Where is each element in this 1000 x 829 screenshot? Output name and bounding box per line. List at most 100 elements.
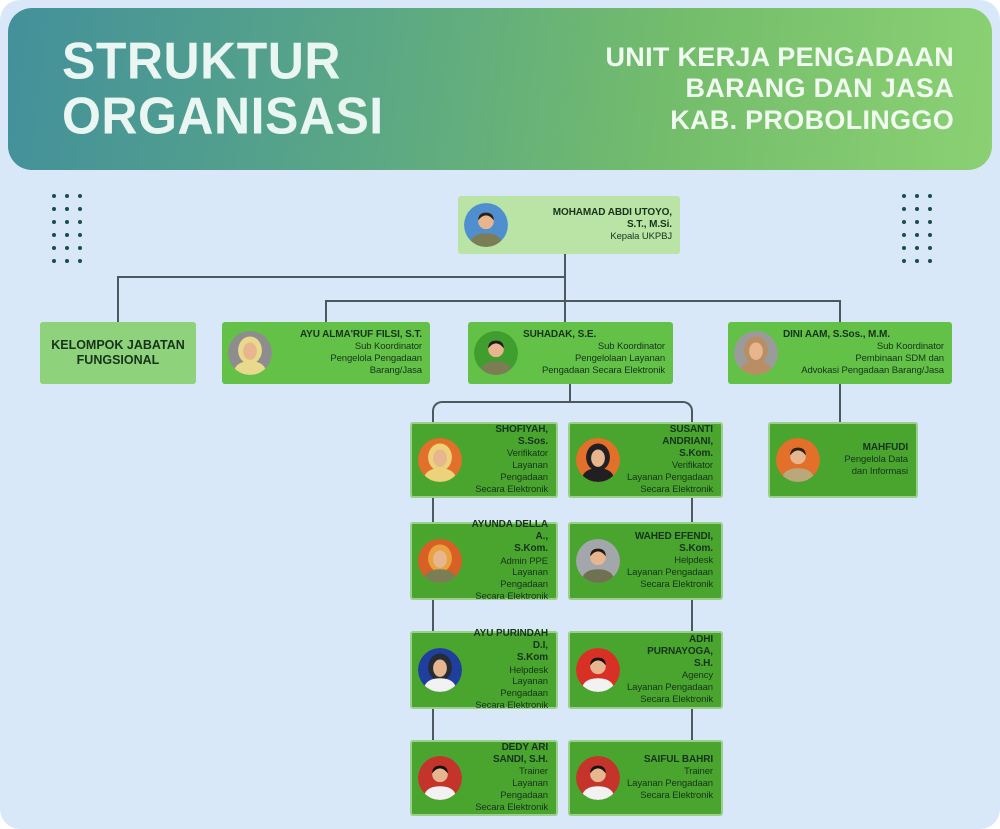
- dot: [902, 233, 906, 237]
- connector-left-col-row5-6: [432, 709, 434, 740]
- person-name: AYU ALMA'RUF FILSI, S.T.: [299, 329, 422, 341]
- connector-right-col-row5-6: [691, 709, 693, 740]
- subtitle-line1: UNIT KERJA PENGADAAN: [605, 42, 954, 73]
- person-role-line: Layanan Pengadaan: [500, 460, 548, 484]
- person-avatar-icon: [418, 539, 462, 583]
- org-node-text: AYU ALMA'RUF FILSI, S.T. Sub Koordinator…: [277, 329, 422, 377]
- person-role-line: Verifikator: [506, 448, 548, 460]
- person-avatar-icon: [464, 203, 508, 247]
- header-banner: STRUKTUR ORGANISASI UNIT KERJA PENGADAAN…: [8, 8, 992, 170]
- person-role-line: Layanan Pengadaan: [500, 778, 548, 802]
- person-role-line: Secara Elektronik: [640, 484, 713, 496]
- connector-level2-horizontal: [325, 300, 841, 302]
- dot-grid-decoration-left: [52, 194, 82, 263]
- org-node-ayu-almaruf: AYU ALMA'RUF FILSI, S.T. Sub Koordinator…: [222, 322, 430, 384]
- dot: [928, 194, 932, 198]
- person-name: SUSANTI ANDRIANI, S.Kom.: [662, 423, 713, 460]
- dot: [915, 194, 919, 198]
- connector-kepala-down: [564, 254, 566, 322]
- dot: [78, 246, 82, 250]
- org-node-kelompok: KELOMPOK JABATAN FUNGSIONAL: [40, 322, 196, 384]
- dot: [902, 259, 906, 263]
- person-role-line: Secara Elektronik: [475, 484, 548, 496]
- person-name: MAHFUDI: [862, 442, 909, 454]
- person-photo: [576, 539, 620, 583]
- person-role-line: Secara Elektronik: [475, 802, 548, 814]
- person-name: AYU PURINDAH D.I, S.Kom: [473, 627, 548, 664]
- person-avatar-icon: [228, 331, 272, 375]
- person-role-line: Trainer: [518, 766, 548, 778]
- person-role-line: Pengelolaan Layanan: [574, 353, 665, 365]
- person-role-line: Secara Elektronik: [475, 591, 548, 603]
- page-title: STRUKTUR ORGANISASI: [62, 33, 384, 144]
- person-name: WAHED EFENDI, S.Kom.: [634, 531, 713, 555]
- dot: [928, 207, 932, 211]
- person-role-line: Layanan Pengadaan: [627, 778, 713, 790]
- dot: [915, 246, 919, 250]
- dot: [78, 259, 82, 263]
- person-role-line: Sub Koordinator: [354, 341, 422, 353]
- dot: [928, 259, 932, 263]
- page-subtitle: UNIT KERJA PENGADAAN BARANG DAN JASA KAB…: [605, 42, 954, 136]
- dot: [915, 233, 919, 237]
- person-name: AYUNDA DELLA A., S.Kom.: [471, 518, 549, 555]
- dot: [902, 194, 906, 198]
- org-node-kepala: MOHAMAD ABDI UTOYO, S.T., M.Si. Kepala U…: [458, 196, 680, 254]
- dot: [65, 233, 69, 237]
- person-role-line: Advokasi Pengadaan Barang/Jasa: [801, 365, 944, 377]
- dot: [65, 194, 69, 198]
- dot: [915, 220, 919, 224]
- person-role-line: Layanan Pengadaan: [627, 472, 713, 484]
- person-photo: [228, 331, 272, 375]
- person-role-line: Verifikator: [671, 460, 713, 472]
- person-avatar-icon: [734, 331, 778, 375]
- connector-level1-horizontal: [117, 276, 566, 278]
- person-name: KELOMPOK JABATAN FUNGSIONAL: [51, 337, 185, 367]
- person-role-line: Layanan Pengadaan: [627, 567, 713, 579]
- person-avatar-icon: [576, 539, 620, 583]
- person-name: SUHADAK, S.E.: [523, 329, 597, 341]
- person-avatar-icon: [474, 331, 518, 375]
- person-role-line: Trainer: [683, 766, 713, 778]
- connector-dini-mahfudi: [839, 384, 841, 422]
- person-role-line: Secara Elektronik: [640, 694, 713, 706]
- connector-right-col-row3-4: [691, 498, 693, 522]
- org-node-text: MOHAMAD ABDI UTOYO, S.T., M.Si. Kepala U…: [513, 207, 672, 243]
- dot: [78, 220, 82, 224]
- dot: [928, 233, 932, 237]
- dot: [78, 194, 82, 198]
- person-avatar-icon: [418, 648, 462, 692]
- dot: [65, 220, 69, 224]
- dot: [52, 194, 56, 198]
- dot: [78, 233, 82, 237]
- person-role-line: Pengadaan Secara Elektronik: [542, 365, 665, 377]
- person-avatar-icon: [776, 438, 820, 482]
- connector-suhadak-bracket: [432, 401, 693, 424]
- person-role-line: Secara Elektronik: [475, 700, 548, 712]
- person-name: SHOFIYAH, S.Sos.: [495, 424, 548, 448]
- person-role-line: Layanan Pengadaan: [627, 682, 713, 694]
- person-photo: [418, 438, 462, 482]
- person-avatar-icon: [576, 438, 620, 482]
- person-name: DEDY ARI SANDI, S.H.: [492, 742, 548, 766]
- connector-right-col-row4-5: [691, 600, 693, 631]
- person-photo: [776, 438, 820, 482]
- person-photo: [418, 648, 462, 692]
- person-role-line: Pengelola Pengadaan Barang/Jasa: [330, 353, 422, 377]
- dot: [902, 246, 906, 250]
- dot: [78, 207, 82, 211]
- person-name: ADHI PURNAYOGA, S.H.: [647, 633, 713, 670]
- person-role-line: Layanan Pengadaan: [500, 676, 548, 700]
- connector-left-col-row3-4: [432, 498, 434, 522]
